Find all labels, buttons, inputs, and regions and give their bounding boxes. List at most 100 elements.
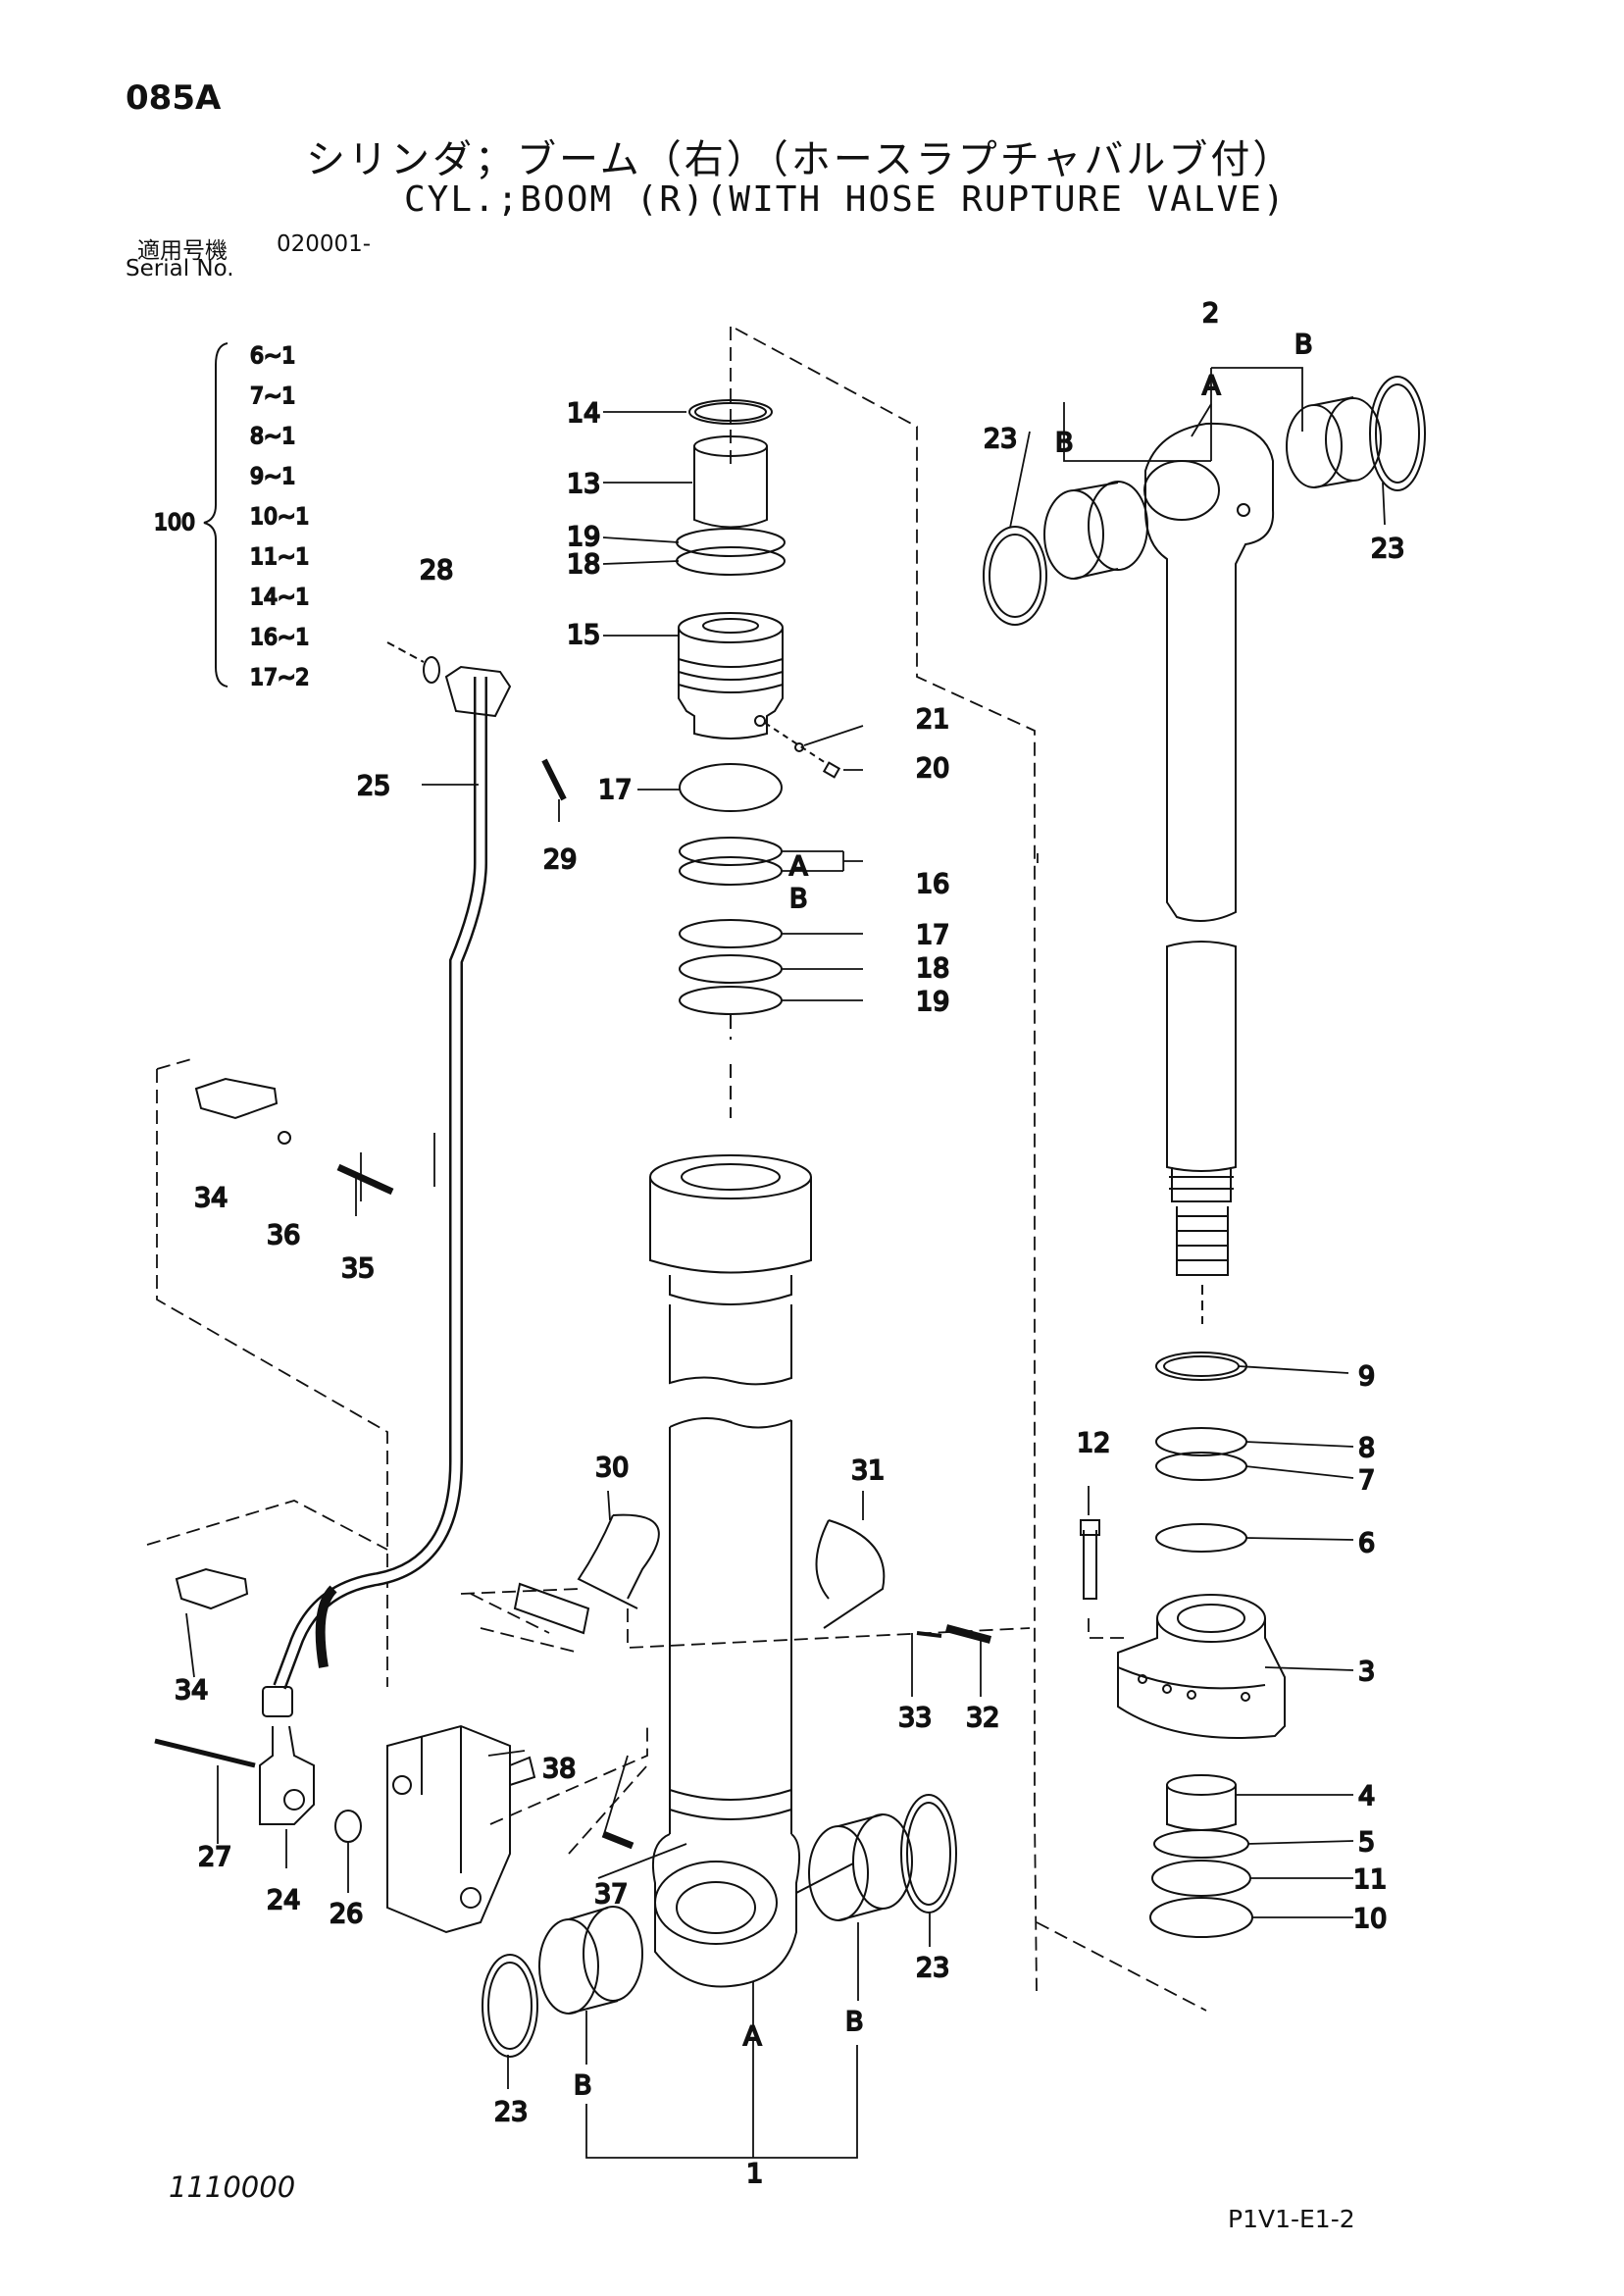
callout-1: 1 bbox=[746, 2159, 763, 2189]
callout-18: 18 bbox=[567, 549, 600, 580]
kit-item: 14~1 bbox=[250, 586, 309, 610]
bushing-b-left bbox=[538, 1918, 599, 2015]
serial-number-value: 020001- bbox=[277, 231, 372, 257]
callout-24: 24 bbox=[267, 1885, 300, 1915]
o-ring-28 bbox=[423, 656, 440, 684]
callout-23-top-right: 23 bbox=[1371, 534, 1404, 564]
callout-27: 27 bbox=[198, 1842, 231, 1872]
seal-16b bbox=[679, 856, 783, 886]
kit-item: 17~2 bbox=[250, 666, 309, 690]
washer-33 bbox=[916, 1631, 942, 1638]
seal-23-left bbox=[482, 1954, 538, 2058]
callout-6: 6 bbox=[1358, 1528, 1375, 1558]
band-clamp-31 bbox=[815, 1519, 886, 1629]
callout-30: 30 bbox=[595, 1453, 629, 1483]
piston-rod-2 bbox=[983, 376, 1426, 1324]
callout-34-lower: 34 bbox=[175, 1675, 208, 1706]
cylinder-tube-1 bbox=[649, 1154, 854, 1988]
kit-item: 7~1 bbox=[250, 384, 295, 409]
callout-23-bottom-left: 23 bbox=[494, 2097, 528, 2127]
guide-line bbox=[627, 1608, 1031, 1649]
seal-kit-group: 100 6~17~18~19~110~111~114~116~117~2 bbox=[153, 342, 310, 691]
hose-rupture-valve-38 bbox=[386, 1724, 511, 1934]
fitting-37 bbox=[601, 1830, 634, 1850]
callout-b-top-left: B bbox=[1055, 428, 1074, 458]
ring-14 bbox=[688, 399, 773, 425]
kit-item: 8~1 bbox=[250, 425, 295, 449]
callout-20: 20 bbox=[916, 753, 949, 784]
band-clamp-30 bbox=[577, 1513, 660, 1609]
callout-8: 8 bbox=[1358, 1433, 1375, 1463]
callout-17: 17 bbox=[598, 775, 632, 805]
callout-18-ring: 18 bbox=[916, 953, 949, 984]
callout-35: 35 bbox=[341, 1253, 375, 1284]
drawing-number: 1110000 bbox=[169, 2170, 296, 2204]
ball-21 bbox=[794, 742, 804, 752]
callout-9: 9 bbox=[1358, 1361, 1375, 1392]
callout-7: 7 bbox=[1358, 1465, 1375, 1496]
clamp-top bbox=[444, 665, 512, 718]
callout-34-upper: 34 bbox=[194, 1183, 228, 1213]
guide-line bbox=[1036, 1921, 1207, 2012]
callout-a-bottom: A bbox=[743, 2021, 762, 2052]
seal-23-right bbox=[900, 1794, 957, 1913]
seal-23-top-left bbox=[983, 526, 1047, 626]
callout-17-ring: 17 bbox=[916, 920, 949, 950]
callout-b-top-right: B bbox=[1294, 330, 1313, 360]
clamp-34-lower bbox=[175, 1567, 249, 1610]
page-code: 085A bbox=[126, 78, 222, 118]
guide-line bbox=[1088, 1618, 1128, 1639]
callout-4: 4 bbox=[1358, 1781, 1375, 1811]
exploded-guide-lines bbox=[146, 327, 1207, 2012]
gland-parts bbox=[1080, 1352, 1286, 1938]
ring-8 bbox=[1155, 1427, 1247, 1456]
serial-label-japanese: 適用号機 bbox=[137, 238, 228, 264]
callout-11: 11 bbox=[1353, 1864, 1387, 1895]
callout-15: 15 bbox=[567, 620, 600, 650]
o-ring-26 bbox=[334, 1810, 362, 1843]
kit-number: 100 bbox=[154, 511, 195, 536]
callout-19: 19 bbox=[567, 522, 600, 552]
callout-26: 26 bbox=[330, 1899, 363, 1929]
o-ring-10 bbox=[1149, 1897, 1253, 1938]
callout-b-16: B bbox=[789, 884, 808, 914]
guide-line bbox=[156, 1069, 388, 1687]
bolt-27 bbox=[154, 1738, 256, 1768]
guide-line bbox=[735, 328, 1038, 1992]
washer-36 bbox=[278, 1131, 291, 1145]
callout-25: 25 bbox=[357, 771, 390, 801]
callout-21: 21 bbox=[916, 704, 949, 735]
guide-line bbox=[146, 1500, 388, 1551]
callout-31: 31 bbox=[851, 1455, 885, 1486]
callout-29: 29 bbox=[543, 844, 577, 875]
seal-18 bbox=[676, 546, 786, 576]
seal-6 bbox=[1155, 1523, 1247, 1553]
callout-23-bottom-right: 23 bbox=[916, 1953, 949, 1983]
callout-a-top: A bbox=[1202, 371, 1221, 401]
seal-11 bbox=[1151, 1860, 1251, 1897]
callout-23-top-left: 23 bbox=[984, 424, 1017, 454]
callout-14: 14 bbox=[567, 398, 600, 429]
guide-line bbox=[156, 1058, 192, 1070]
ring-5 bbox=[1153, 1829, 1249, 1859]
bolt-12 bbox=[1080, 1519, 1100, 1600]
flange-24 bbox=[259, 1725, 315, 1825]
pipe-25 bbox=[273, 677, 487, 1690]
clamp-34-upper bbox=[194, 1077, 279, 1120]
seal-17 bbox=[679, 919, 783, 948]
callout-37: 37 bbox=[594, 1879, 628, 1910]
callout-32: 32 bbox=[966, 1703, 999, 1733]
kit-item: 11~1 bbox=[250, 545, 309, 570]
head-parts bbox=[676, 399, 841, 1118]
page-reference: P1V1-E1-2 bbox=[1228, 2205, 1355, 2233]
bolt-29 bbox=[541, 758, 567, 801]
serial-label-english: Serial No. bbox=[126, 256, 234, 281]
callout-38: 38 bbox=[542, 1754, 576, 1784]
seal-18b bbox=[679, 954, 783, 984]
leader-lines bbox=[185, 367, 1386, 2159]
guide-line bbox=[480, 1627, 580, 1654]
callout-b-bottom-left: B bbox=[574, 2070, 592, 2101]
guide-line bbox=[489, 1726, 648, 1825]
callout-2: 2 bbox=[1202, 298, 1219, 329]
callout-36: 36 bbox=[267, 1220, 300, 1250]
